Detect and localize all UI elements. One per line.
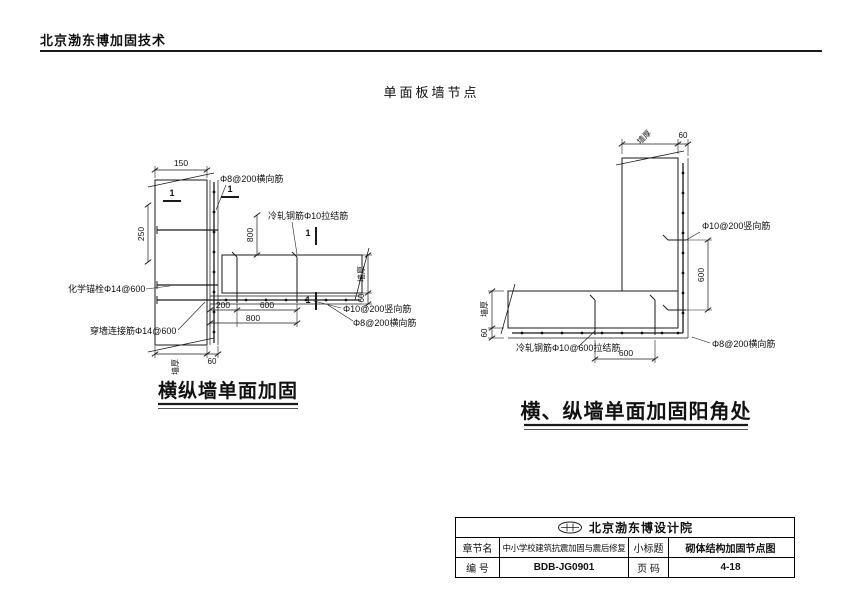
dim-60-top: 60 [679,131,688,140]
svg-text:1: 1 [305,228,310,238]
dim-200: 200 [216,300,230,310]
dim-800: 800 [246,313,260,323]
dimension-lines [144,166,372,358]
dim-250: 250 [136,227,146,241]
page-label: 页 码 [629,558,669,577]
left-caption-underline [158,402,298,409]
dim-600-right: 600 [696,268,706,282]
section-marks: 1 1 1 1 [163,184,317,310]
title-block-row-chapter: 章节名 中小学校建筑抗震加固与震后修复 小标题 砌体结构加固节点图 [456,538,794,558]
title-block: 北京渤东博设计院 章节名 中小学校建筑抗震加固与震后修复 小标题 砌体结构加固节… [455,517,795,578]
sheet-header-text: 北京渤东博加固技术 [40,33,167,48]
dim-wall-thickness-right: 墙厚 [356,266,366,282]
chapter-label: 章节名 [456,538,500,557]
dim-150: 150 [174,158,188,168]
svg-text:1: 1 [227,184,232,194]
label-chemical-anchor: 化学锚栓Φ14@600 [68,283,145,294]
label-horizontal-bars: Φ8@200横向筋 [712,338,775,349]
dim-60-left: 60 [480,328,489,337]
right-caption-underline [524,423,748,430]
tie-bars [589,234,686,335]
leader-lines [145,184,354,331]
tie-bars [231,251,298,303]
number-value: BDB-JG0901 [500,558,629,577]
right-detail-caption: 横、纵墙单面加固阳角处 [521,399,752,423]
left-detail-caption: 横纵墙单面加固 [158,379,298,402]
reinforcement-layer [209,180,362,345]
page-value: 4-18 [720,562,741,573]
dim-600: 600 [260,300,274,310]
label-cold-rolled-tie-bar: 冷轧钢筋Φ10@600拉结筋 [516,342,620,353]
label-horizontal-bars-bottom: Φ8@200横向筋 [353,317,416,328]
label-horizontal-bars-top: Φ8@200横向筋 [220,173,283,184]
title-block-company-row: 北京渤东博设计院 [456,518,794,538]
dim-wall-thickness-top: 墙厚 [635,128,653,146]
company-name: 北京渤东博设计院 [588,521,693,535]
dim-800-vertical: 800 [245,228,255,242]
dim-60-right: 60 [357,293,366,302]
reinforcement-layer [508,158,689,339]
right-detail-drawing: 墙厚 60 600 墙厚 60 600 Φ10@200竖向筋 冷轧钢筋Φ10@6… [479,128,775,430]
dimension-lines [488,139,712,363]
horizontal-wall [221,247,370,301]
dim-wall-thickness-bottom: 墙厚 [170,359,180,375]
subtitle-value: 砌体结构加固节点图 [685,544,776,555]
dim-60-bottom: 60 [208,357,217,366]
svg-text:1: 1 [169,188,174,198]
dim-600-bottom: 600 [619,348,633,358]
header-rule [40,50,822,52]
subtitle-label: 小标题 [629,538,669,557]
label-cold-rolled-tie-bar: 冷轧钢筋Φ10拉结筋 [268,210,348,221]
label-through-wall-bar: 穿墙连接筋Φ14@600 [90,325,176,336]
chemical-anchors [156,226,218,289]
corner-walls [500,150,685,335]
chapter-value: 中小学校建筑抗震加固与震后修复 [500,538,629,557]
through-wall-bar [156,296,212,304]
page-title: 单面板墙节点 [383,85,480,100]
leader-lines [577,231,711,348]
dim-wall-thickness-left: 墙厚 [479,301,489,317]
company-logo [557,521,582,534]
label-vertical-bars: Φ10@200竖向筋 [343,303,411,314]
title-block-row-number: 编 号 BDB-JG0901 页 码 4-18 [456,558,794,577]
svg-text:1: 1 [305,295,310,305]
label-vertical-bars: Φ10@200竖向筋 [702,220,770,231]
vertical-wall [147,172,215,353]
number-label: 编 号 [456,558,500,577]
left-detail-drawing: 150 250 800 200 600 800 墙厚 60 墙厚 60 1 1 … [68,158,416,409]
